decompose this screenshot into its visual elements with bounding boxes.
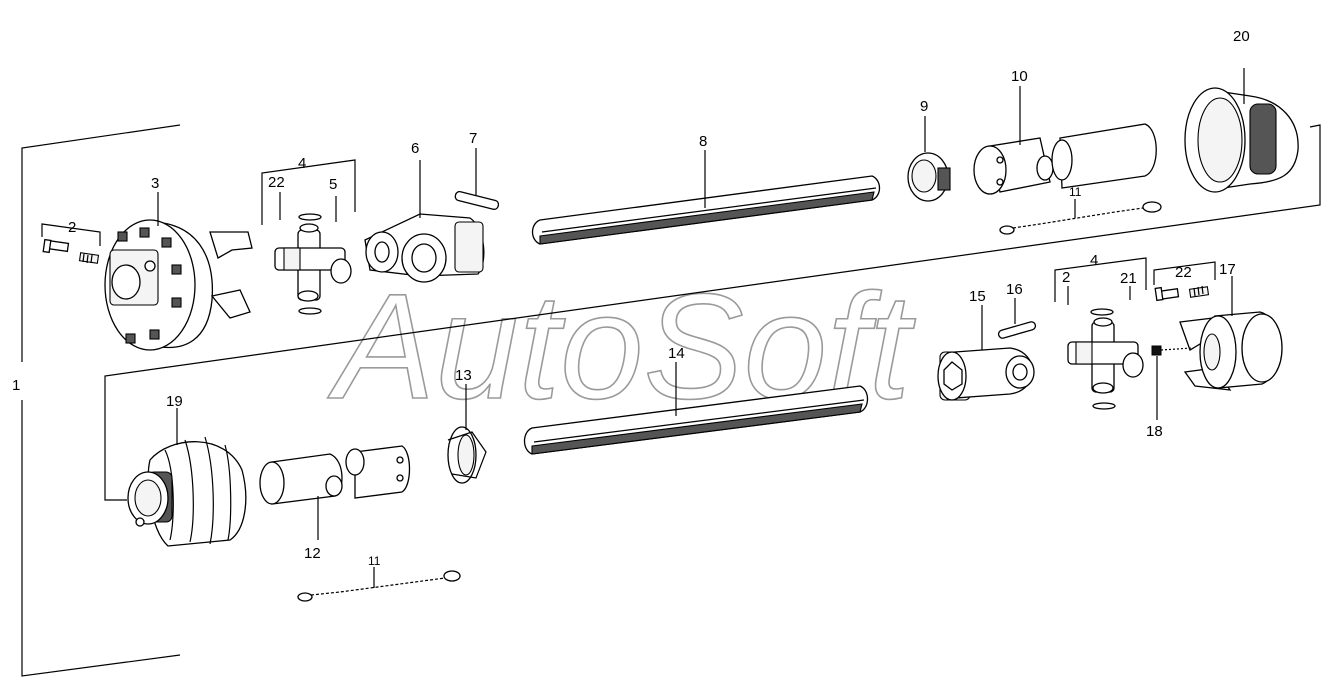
clamp-bottom	[447, 384, 487, 484]
label-cross-kit-bottom-bolts: 2	[1062, 269, 1070, 286]
bolts-top	[41, 223, 101, 264]
shaft-top	[531, 150, 881, 245]
label-bolts-top: 2	[68, 219, 76, 236]
label-inner-yoke-top: 6	[411, 140, 419, 157]
outer-yoke-bottom	[1179, 276, 1283, 391]
label-cross-kit-bottom: 4	[1090, 252, 1098, 269]
label-outer-yoke-bottom: 17	[1219, 261, 1236, 278]
label-assembly: 1	[12, 377, 20, 394]
label-bolts-bottom: 22	[1175, 264, 1192, 281]
label-grease-nipple: 18	[1146, 423, 1163, 440]
chain-top	[999, 199, 1162, 235]
label-shaft-bottom: 14	[668, 345, 685, 362]
spring-pin-bottom	[997, 298, 1037, 339]
inner-yoke-top	[364, 160, 485, 283]
cone-bottom	[127, 408, 247, 547]
flange-yoke	[104, 192, 253, 351]
guard-tubes-bottom	[259, 445, 411, 540]
label-circlip-top: 22	[268, 174, 285, 191]
chain-bottom	[297, 567, 461, 602]
bolts-bottom	[1153, 261, 1216, 302]
label-cross-bottom: 21	[1120, 270, 1137, 287]
label-guard-tubes-top: 10	[1011, 68, 1028, 85]
label-cone-top: 20	[1233, 28, 1250, 45]
guard-tubes-top	[973, 86, 1157, 195]
label-shaft-top: 8	[699, 133, 707, 150]
spring-pin-top	[454, 148, 500, 210]
label-clamp-bottom: 13	[455, 367, 472, 384]
assembly-bracket	[21, 124, 1321, 677]
label-yoke-flange: 3	[151, 175, 159, 192]
cone-top	[1184, 68, 1299, 193]
shaft-bottom	[523, 362, 869, 455]
clamp-top	[907, 116, 951, 202]
inner-yoke-bottom	[937, 305, 1035, 401]
label-chain-top: 11	[1069, 185, 1082, 199]
grease-nipple	[1151, 345, 1193, 420]
label-inner-yoke-bottom: 15	[969, 288, 986, 305]
label-clamp-top: 9	[920, 98, 928, 115]
label-cross-kit-top: 4	[298, 155, 306, 172]
label-guard-tubes-bottom: 12	[304, 545, 321, 562]
label-chain-bottom: 11	[368, 554, 381, 568]
cross-kit-top	[261, 159, 356, 315]
label-spring-pin-top: 7	[469, 130, 477, 147]
label-spring-pin-bottom: 16	[1006, 281, 1023, 298]
label-cross-top: 5	[329, 176, 337, 193]
cross-kit-bottom	[1054, 257, 1147, 410]
label-cone-bottom: 19	[166, 393, 183, 410]
